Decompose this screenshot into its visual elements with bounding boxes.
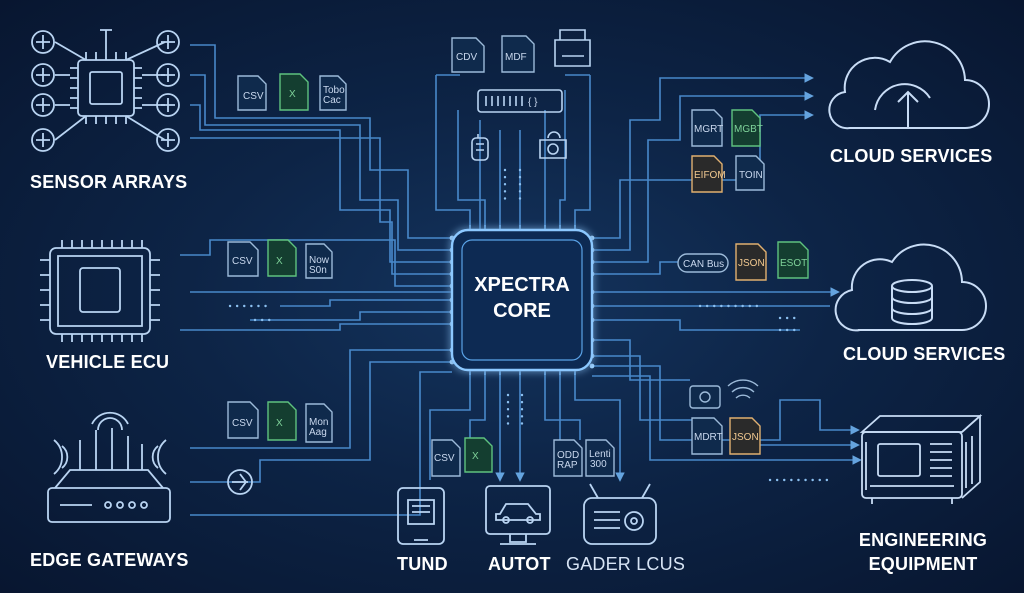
tund-label: TUND: [397, 554, 448, 574]
core-title-line2: CORE: [493, 300, 551, 322]
file-labels: CSV X Tobo Cac CSV X Now S0n CSV X Mon A…: [232, 52, 807, 471]
gader-lcus-label: GADER LCUS: [566, 554, 686, 574]
file-label: ESOT: [780, 258, 807, 269]
file-label: 300: [590, 459, 607, 470]
edge-gateways-label: EDGE GATEWAYS: [30, 550, 189, 570]
edge-gateway-icon: [47, 411, 253, 523]
core-title-line1: XPECTRA: [474, 274, 570, 296]
engineering-label-line1: ENGINEERING: [858, 530, 988, 550]
file-label: CSV: [232, 256, 253, 267]
file-label: Aag: [309, 427, 327, 438]
file-label: X: [289, 89, 296, 100]
file-label: CAN Bus: [683, 259, 724, 270]
file-label: MDRT: [694, 432, 723, 443]
cloud-services-label-1: CLOUD SERVICES: [830, 146, 993, 166]
file-label: Cac: [323, 95, 341, 106]
file-label: MGRT: [694, 124, 723, 135]
engineering-label-line2: EQUIPMENT: [868, 554, 978, 574]
file-label: Lenti: [589, 449, 611, 460]
file-label: MGBT: [734, 124, 763, 135]
top-hub: [471, 29, 591, 161]
connection-lines: [180, 44, 862, 516]
dotted-lines: [228, 168, 832, 482]
vehicle-ecu-label: VEHICLE ECU: [46, 352, 170, 372]
engineering-equipment-label: ENGINEERING EQUIPMENT: [848, 528, 998, 576]
file-label: MDF: [505, 52, 527, 63]
cloud-upload-icon: [828, 40, 990, 130]
file-label: Tobo: [323, 85, 345, 96]
file-label: CSV: [243, 91, 264, 102]
file-label: ODD: [557, 450, 579, 461]
file-label: Now: [309, 255, 330, 266]
file-label: X: [472, 451, 479, 462]
file-icons: [227, 35, 809, 477]
kiosk-device-icon: [397, 487, 445, 545]
sensor-array-icon: [31, 29, 180, 152]
file-label: JSON: [738, 258, 765, 269]
file-label: X: [276, 256, 283, 267]
engineering-equipment-icon: [859, 413, 983, 504]
file-label: { }: [528, 97, 538, 108]
file-label: CSV: [434, 453, 455, 464]
vehicle-display-icon: [485, 485, 551, 535]
xpectra-core-title: XPECTRA CORE: [452, 272, 592, 324]
file-label: Mon: [309, 417, 328, 428]
file-label: JSON: [732, 432, 759, 443]
file-label: CDV: [456, 52, 477, 63]
file-label: TOIN: [739, 170, 763, 181]
file-label: EIFOM: [694, 170, 726, 181]
xpectra-core-chip: [449, 225, 595, 375]
bottom-devices: [397, 483, 657, 545]
file-label: CSV: [232, 418, 253, 429]
autot-label: AUTOT: [488, 554, 551, 574]
cloud-database-icon: [834, 243, 987, 332]
file-label: RAP: [557, 460, 578, 471]
file-label: X: [276, 418, 283, 429]
radio-device-icon: [583, 497, 657, 545]
vehicle-ecu-icon: [40, 240, 160, 342]
file-label: S0n: [309, 265, 327, 276]
cloud-services-label-2: CLOUD SERVICES: [843, 344, 1006, 364]
sensor-arrays-label: SENSOR ARRAYS: [30, 172, 188, 192]
